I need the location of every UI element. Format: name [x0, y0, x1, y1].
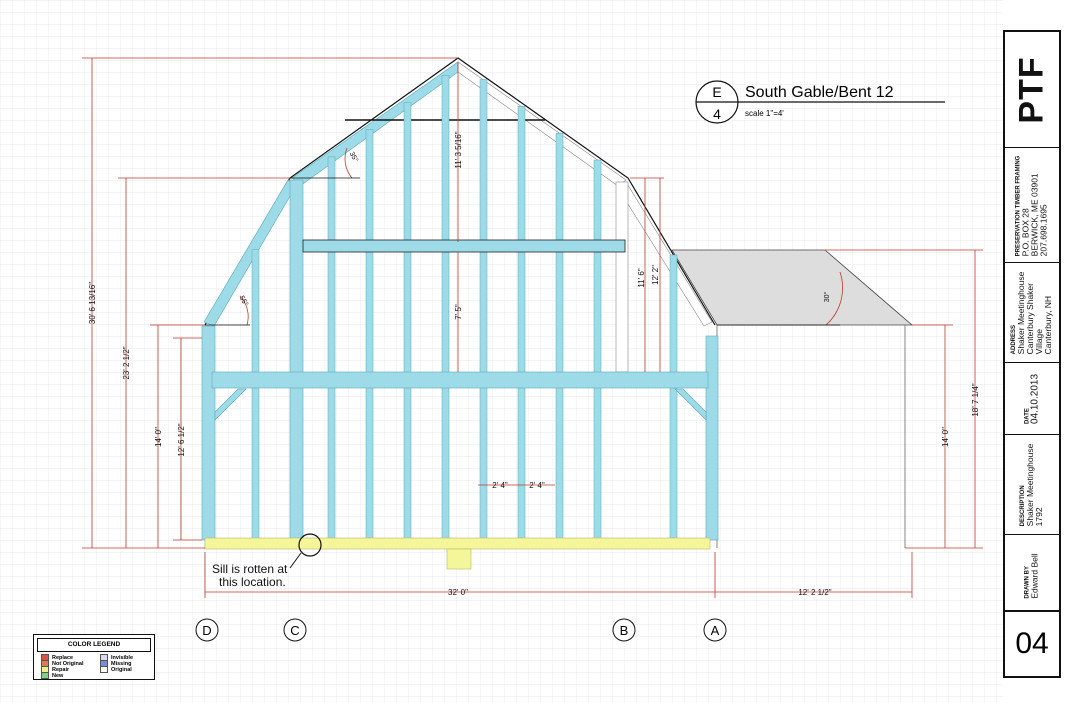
drawing-title: E 4 South Gable/Bent 12 scale 1"=4' [695, 80, 945, 124]
upper-beam [302, 239, 626, 253]
gable-drawing: 30' 6 13/16" 23' 2 1/2" 14' 0" 12' 6 1/2… [0, 0, 1003, 703]
note-leader [289, 552, 302, 569]
company-logo: PTF [1012, 55, 1051, 124]
legend-item-new: New [41, 672, 63, 679]
description-line: 1792 [1034, 507, 1044, 527]
braces [214, 388, 707, 421]
legend-item-original: Original [100, 666, 132, 673]
dim-spacing-a: 2' 4" [492, 481, 508, 490]
stud [251, 249, 260, 541]
sill [204, 537, 711, 550]
sheet-number: 04 [1005, 610, 1059, 676]
dim-width-main: 32' 0" [448, 588, 468, 597]
legend-title: COLOR LEGEND [37, 638, 151, 652]
grid-background [0, 0, 1003, 703]
stud [555, 132, 564, 541]
dim-right-height-b: 12' 2" [651, 265, 660, 285]
logo-cell: PTF [1005, 32, 1059, 147]
dim-upper-height: 11' 3 5/16" [454, 131, 463, 168]
grid-label: A [711, 623, 720, 638]
title-scale: scale 1"=4' [745, 109, 784, 118]
color-legend: COLOR LEGEND Replace Not Original Repair… [33, 634, 155, 680]
dim-post-height: 12' 6 1/2" [177, 423, 186, 456]
address-line: Canterbury, NH [1043, 295, 1053, 355]
tie-beam [211, 371, 709, 389]
angle-ell: 30° [823, 292, 831, 303]
wall-studs [251, 75, 678, 541]
grid-bubble [703, 618, 727, 642]
title-block: PTF PRESERVATION TIMBER FRAMING P.O. BOX… [1003, 30, 1061, 678]
title-circle-bottom: 4 [713, 106, 721, 122]
dim-overall-height: 30' 6 13/16" [88, 282, 97, 324]
dim-ell-height: 18' 7 1/4" [971, 383, 980, 416]
dim-width-ell: 12' 2 1/2" [798, 588, 831, 597]
grid-label: B [620, 623, 629, 638]
stud [593, 159, 602, 541]
grid-bubble [612, 618, 636, 642]
swatch-icon [41, 672, 49, 679]
rotten-sill-marker [298, 533, 322, 557]
stud [403, 102, 412, 541]
note-line-2: this location. [219, 575, 286, 589]
drawn-by-cell: DRAWN BY Edward Bell [1005, 534, 1059, 617]
title-circle-top: E [712, 84, 721, 100]
stud [517, 106, 526, 541]
grid-label: D [202, 623, 211, 638]
dim-right-height-a: 11' 6" [637, 268, 646, 288]
description-cell: DESCRIPTION Shaker Meetinghouse 1792 [1005, 434, 1059, 535]
dim-ell-wall: 14' 0" [941, 427, 950, 447]
company-phone: 207.698.1695 [1038, 203, 1049, 256]
dim-mid-height: 7' 5" [454, 304, 463, 320]
title-name: South Gable/Bent 12 [745, 84, 894, 101]
sill-block [446, 548, 472, 570]
stud [365, 129, 374, 541]
dim-wall-height: 14' 0" [154, 427, 163, 447]
grid-bubble [195, 618, 219, 642]
stud [479, 79, 488, 541]
date-cell: DATE 04.10.2013 [1005, 362, 1059, 435]
company-cell: PRESERVATION TIMBER FRAMING P.O. BOX 28 … [1005, 147, 1059, 263]
address-cell: ADDRESS Shaker Meetinghouse Canterbury S… [1005, 262, 1059, 363]
dim-eave-height: 23' 2 1/2" [122, 346, 131, 379]
grid-bubble [283, 618, 307, 642]
swatch-icon [100, 666, 108, 673]
dimension-lines [82, 57, 983, 598]
note-line-1: Sill is rotten at [212, 562, 288, 576]
dim-spacing-b: 2' 4" [529, 481, 545, 490]
stud [669, 254, 678, 541]
grid-label: C [290, 623, 299, 638]
stud [441, 75, 450, 541]
angle-refs [205, 177, 840, 326]
stud [327, 156, 336, 541]
drawn-by-value: Edward Bell [1029, 553, 1040, 599]
right-upper-post [615, 181, 629, 373]
date-value: 04.10.2013 [1029, 373, 1041, 425]
